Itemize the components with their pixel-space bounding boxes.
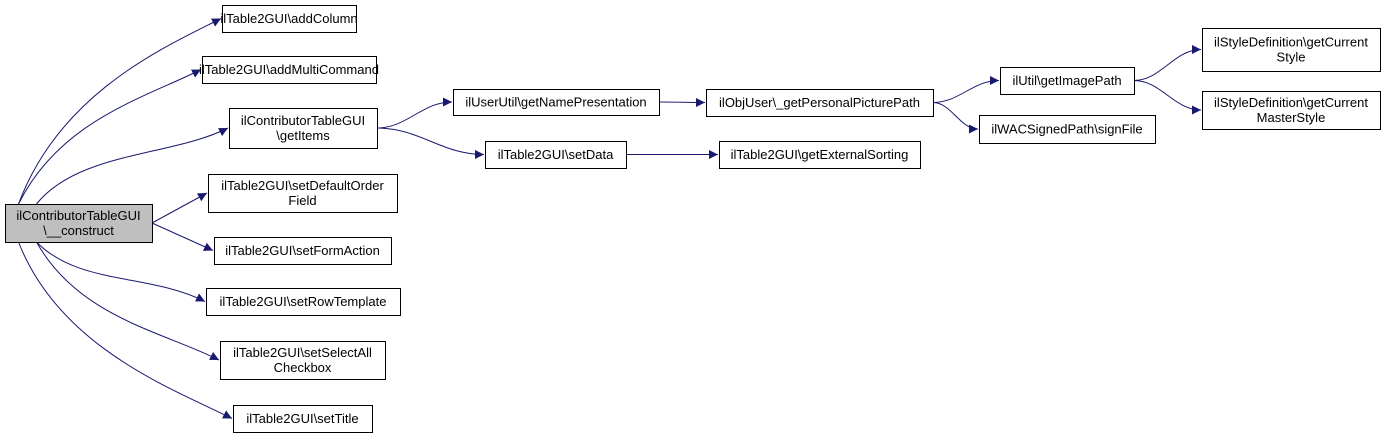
node-box <box>706 89 934 117</box>
node-label: Style <box>1277 50 1306 65</box>
node-label: ilStyleDefinition\getCurrent <box>1214 35 1368 50</box>
node-box <box>5 204 153 243</box>
node-label: ilUtil\getImagePath <box>1012 73 1121 88</box>
node-label: ilTable2GUI\setTitle <box>246 411 358 426</box>
node-label: ilTable2GUI\setSelectAll <box>233 345 372 360</box>
node-box <box>719 141 921 169</box>
edge-root-to-addMultiCommand <box>18 69 202 205</box>
node-label: \getItems <box>276 128 330 143</box>
edge-group <box>36 127 229 205</box>
node-setTitle[interactable]: ilTable2GUI\setTitle <box>233 405 373 433</box>
edge-group <box>658 97 706 107</box>
edge-getItems-to-getNamePresentation <box>376 97 453 129</box>
node-label: ilContributorTableGUI <box>241 113 365 128</box>
node-box <box>1000 67 1135 95</box>
edge-group <box>18 241 233 419</box>
edge-group <box>376 127 485 159</box>
node-box <box>485 141 627 169</box>
node-label: \__construct <box>43 223 114 238</box>
node-label: MasterStyle <box>1257 110 1326 125</box>
node-label: ilContributorTableGUI <box>16 208 140 223</box>
node-getNamePresentation[interactable]: ilUserUtil\getNamePresentation <box>453 89 660 116</box>
edge-root-to-setRowTemplate <box>36 241 206 302</box>
edge-group <box>151 192 208 224</box>
node-box <box>1202 91 1381 130</box>
edge-root-to-setSelectAllCheckbox <box>36 241 220 361</box>
node-label: ilTable2GUI\setData <box>498 147 614 162</box>
node-setRowTemplate[interactable]: ilTable2GUI\setRowTemplate <box>206 288 401 316</box>
edge-getPersonalPicturePath-to-signFile <box>932 102 979 134</box>
edge-root-to-getItems <box>36 127 229 205</box>
node-label: ilTable2GUI\addMultiCommand <box>199 62 379 77</box>
node-setFormAction[interactable]: ilTable2GUI\setFormAction <box>214 237 392 265</box>
node-label: ilTable2GUI\getExternalSorting <box>731 147 909 162</box>
node-box <box>1202 28 1381 72</box>
edge-group <box>376 97 453 129</box>
edge-group <box>151 222 214 251</box>
node-box <box>979 115 1156 144</box>
node-getImagePath[interactable]: ilUtil\getImagePath <box>1000 67 1135 95</box>
node-box <box>208 174 398 213</box>
node-label: ilTable2GUI\setDefaultOrder <box>221 178 384 193</box>
edge-group <box>932 76 1000 103</box>
node-label: ilWACSignedPath\signFile <box>991 122 1142 137</box>
edge-group <box>1133 45 1202 81</box>
node-label: ilUserUtil\getNamePresentation <box>465 95 646 110</box>
edge-getPersonalPicturePath-to-getImagePath <box>932 76 1000 103</box>
edge-root-to-setTitle <box>18 241 233 419</box>
edge-root-to-setDefaultOrderField <box>151 192 208 224</box>
edge-group <box>932 102 979 134</box>
edge-root-to-setFormAction <box>151 222 214 251</box>
node-addColumn[interactable]: ilTable2GUI\addColumn <box>220 5 358 33</box>
nodes-layer: ilContributorTableGUI\__constructilTable… <box>5 5 1381 433</box>
node-setData[interactable]: ilTable2GUI\setData <box>485 141 627 169</box>
node-box <box>229 108 378 149</box>
edge-group <box>36 241 220 361</box>
node-label: ilTable2GUI\addColumn <box>220 11 357 26</box>
node-getPersonalPicturePath[interactable]: ilObjUser\_getPersonalPicturePath <box>706 89 934 117</box>
edge-group <box>1133 80 1202 115</box>
edge-group <box>18 69 202 205</box>
node-addMultiCommand[interactable]: ilTable2GUI\addMultiCommand <box>199 56 379 84</box>
node-label: Checkbox <box>274 360 332 375</box>
node-label: ilTable2GUI\setRowTemplate <box>220 294 387 309</box>
node-getExternalSorting[interactable]: ilTable2GUI\getExternalSorting <box>719 141 921 169</box>
node-signFile[interactable]: ilWACSignedPath\signFile <box>979 115 1156 144</box>
edge-getNamePresentation-to-getPersonalPicturePath <box>658 97 706 107</box>
edge-getImagePath-to-getCurrentStyle <box>1133 45 1202 81</box>
node-box <box>214 237 392 265</box>
node-box <box>233 405 373 433</box>
edge-getItems-to-setData <box>376 127 485 159</box>
node-root[interactable]: ilContributorTableGUI\__construct <box>5 204 153 243</box>
node-label: Field <box>288 193 316 208</box>
node-label: ilObjUser\_getPersonalPicturePath <box>719 95 920 110</box>
node-label: ilStyleDefinition\getCurrent <box>1214 95 1368 110</box>
edge-getImagePath-to-getCurrentMasterStyle <box>1133 80 1202 115</box>
node-box <box>453 89 660 116</box>
node-box <box>222 5 357 33</box>
edge-group <box>18 18 222 205</box>
node-getItems[interactable]: ilContributorTableGUI\getItems <box>229 108 378 149</box>
edges-layer <box>18 18 1202 419</box>
node-box <box>202 56 377 84</box>
edge-root-to-addColumn <box>18 18 222 205</box>
edge-group <box>36 241 206 302</box>
node-box <box>206 288 401 316</box>
node-box <box>220 341 386 380</box>
node-label: ilTable2GUI\setFormAction <box>225 243 380 258</box>
